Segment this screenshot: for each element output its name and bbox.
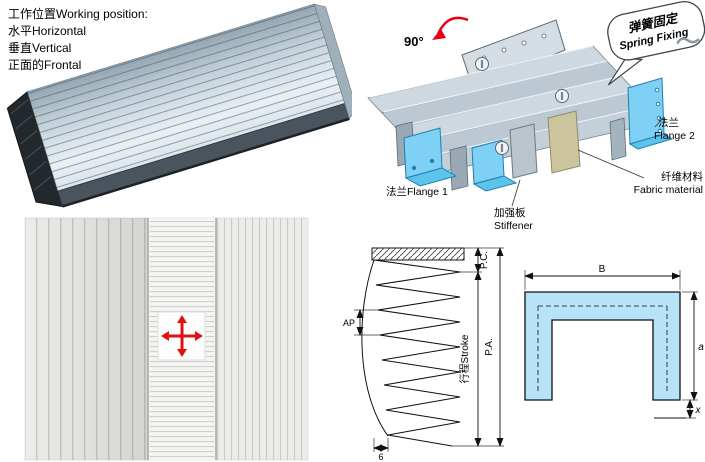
working-position-vertical: 垂直Vertical [8,41,72,55]
left-shading [25,218,148,460]
dimension-drawings: P.C. 行程Stroke P.A. AP 6 B [343,247,704,462]
a-dim-label: a [698,342,704,353]
channel-dimension-lines [524,272,698,419]
spring-clip-icon [676,37,700,45]
b-dim-label: B [599,264,606,275]
ap-dim-label: AP [343,318,355,328]
screw-icon [495,141,509,155]
stiffener-label-cn: 加强板 [494,206,526,219]
stroke-dim-label: 行程Stroke [458,334,471,383]
working-position-title: 工作位置Working position: [8,7,148,21]
working-position-horizontal: 水平Horizontal [8,24,87,38]
channel-profile-drawing: B a x [524,264,704,419]
screw-icon [475,57,489,71]
thickness-dim-label: 6 [378,452,383,462]
channel-centerlines [537,305,668,393]
four-way-arrow-icon [161,315,203,357]
exploded-diagram: 90° [367,0,705,232]
stiffener-label-en: Stiffener [494,220,533,232]
pa-dim-label: P.A. [484,338,495,356]
screw-icon [555,89,569,103]
extension-lines [354,247,504,452]
angle-label: 90° [404,34,424,49]
armored-cover-photo [6,3,352,208]
x-dim-label: x [695,405,702,416]
flange2-label-cn: 法兰 [658,116,679,129]
right-bellows-folds [216,218,308,460]
fabric-material-part [547,110,581,174]
rotation-arrowhead [432,29,446,40]
channel-shape [524,291,681,401]
cover-slats [367,45,664,174]
fold-envelope-curve [361,259,389,437]
fold-edge-lines [10,99,52,191]
pc-dim-label: P.C. [479,251,490,269]
flange1-label: 法兰Flange 1 [386,185,448,198]
rotation-arrow [436,16,469,35]
bellows-profile-drawing: P.C. 行程Stroke P.A. AP 6 [343,247,504,462]
screw-detail-icons [475,57,569,155]
bellows-cover-photo [24,217,309,461]
stiffener-part [509,123,538,179]
flange2-part [627,77,674,150]
fabric-label-en: Fabric material [634,184,703,196]
working-position-frontal: 正面的Frontal [8,58,82,72]
leader-lines [511,116,665,207]
mounting-plate-hatch [372,248,464,260]
cover-right-end [313,3,352,120]
flange2-label-en: Flange 2 [654,130,695,142]
cover-slat-stripes [27,4,345,192]
working-position-block: 工作位置Working position: 水平Horizontal 垂直Ver… [8,6,148,74]
spring-fixing-callout: 弹簧固定 Spring Fixing [607,0,705,86]
fold-zigzag [373,259,461,447]
cover-bottom-edge [62,117,350,208]
callout-bubble [607,0,705,61]
dimension-lines [356,247,504,452]
fabric-label-cn: 纤维材料 [661,170,703,183]
flange1-part [403,127,458,187]
armored-cover [6,3,352,208]
